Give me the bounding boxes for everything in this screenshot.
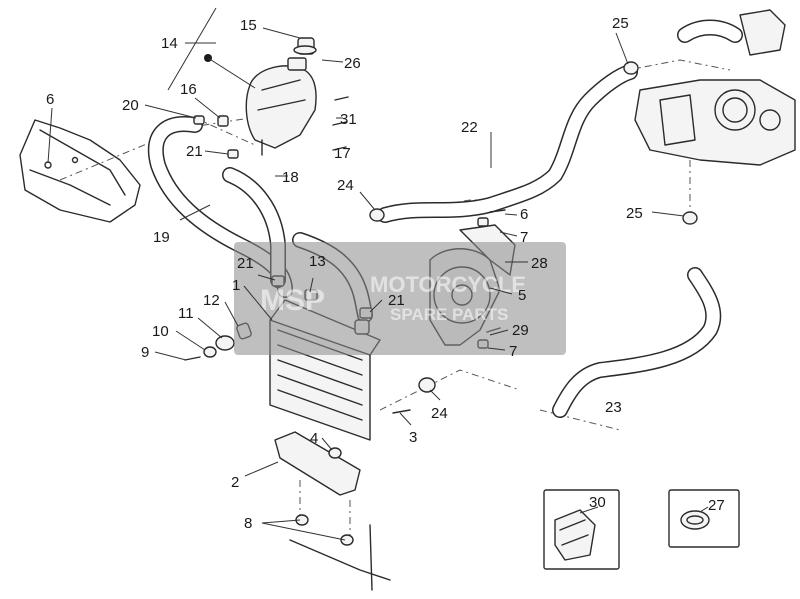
clamp-box-27 <box>668 489 740 548</box>
leader-lines <box>47 7 709 541</box>
callout-30: 30 <box>589 494 606 511</box>
callout-6-fan: 6 <box>520 206 528 223</box>
callout-4: 4 <box>310 430 318 447</box>
callout-19: 19 <box>153 229 170 246</box>
callout-26: 26 <box>344 55 361 72</box>
callout-20: 20 <box>122 97 139 114</box>
callout-28: 28 <box>531 255 548 272</box>
watermark-logo: MSP <box>260 284 325 317</box>
callout-14: 14 <box>161 35 178 52</box>
callout-12: 12 <box>203 292 220 309</box>
expansion-tank <box>204 37 317 156</box>
callout-29: 29 <box>512 322 529 339</box>
callout-8: 8 <box>244 515 252 532</box>
callout-7-bottom: 7 <box>509 343 517 360</box>
callout-17: 17 <box>334 145 351 162</box>
callout-21-tank: 21 <box>186 143 203 160</box>
watermark-line1: MOTORCYCLE <box>370 272 526 297</box>
watermark: MSP MOTORCYCLE SPARE PARTS <box>234 242 566 355</box>
callout-18: 18 <box>282 169 299 186</box>
callout-7-top: 7 <box>520 229 528 246</box>
callout-23: 23 <box>605 399 622 416</box>
callout-2: 2 <box>231 474 239 491</box>
frame-section <box>19 119 141 223</box>
callout-1: 1 <box>232 277 240 294</box>
callout-21-left: 21 <box>237 255 254 272</box>
callout-10: 10 <box>152 323 169 340</box>
engine-block <box>634 9 796 166</box>
callout-27: 27 <box>708 497 725 514</box>
assembly-lines <box>59 59 731 540</box>
radiator-support <box>274 431 361 496</box>
callout-24-top: 24 <box>337 177 354 194</box>
callout-31: 31 <box>340 111 357 128</box>
callout-24-bottom: 24 <box>431 405 448 422</box>
callout-22: 22 <box>461 119 478 136</box>
callout-13: 13 <box>309 253 326 270</box>
callout-9: 9 <box>141 344 149 361</box>
clamp-box-30 <box>543 489 620 570</box>
callout-11: 11 <box>178 305 194 322</box>
callout-5: 5 <box>518 287 526 304</box>
callout-6-frame: 6 <box>46 91 54 108</box>
callout-labels: 1 2 3 4 5 6 6 7 7 8 9 10 11 12 13 14 15 … <box>46 15 725 532</box>
callout-16: 16 <box>180 81 197 98</box>
watermark-line2: SPARE PARTS <box>390 305 508 324</box>
callout-15: 15 <box>240 17 257 34</box>
callout-25-top: 25 <box>612 15 629 32</box>
callout-25-right: 25 <box>626 205 643 222</box>
callout-21-right: 21 <box>388 292 405 309</box>
callout-3: 3 <box>409 429 417 446</box>
